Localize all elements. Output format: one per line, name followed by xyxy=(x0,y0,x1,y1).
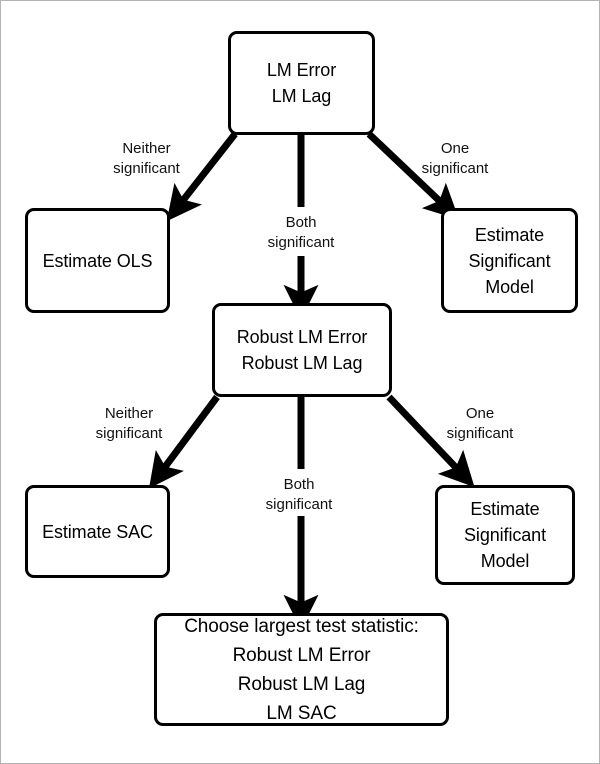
node-choose-largest-test-statistic[interactable]: Choose largest test statistic: Robust LM… xyxy=(154,613,449,726)
edge-label-neither-significant-mid-line-2: significant xyxy=(95,425,163,442)
node-robust-lm-tests-line-1: Robust LM Error xyxy=(236,327,368,347)
edge-label-one-significant-mid-line-2: significant xyxy=(446,425,514,442)
edge-label-both-significant-mid: Both significant xyxy=(241,475,357,515)
node-choose-largest-line-3: Robust LM Lag xyxy=(237,673,366,695)
edge-label-both-significant-top-line-1: Both xyxy=(285,214,317,231)
node-estimate-sac[interactable]: Estimate SAC xyxy=(25,485,170,578)
node-estimate-significant-model-2-line-2: Significant xyxy=(464,525,546,545)
node-estimate-sac-line-1: Estimate SAC xyxy=(42,521,153,542)
node-estimate-ols-line-1: Estimate OLS xyxy=(42,250,153,271)
node-estimate-significant-model-2-line-3: Model xyxy=(480,551,530,571)
edge-label-one-significant-mid: One significant xyxy=(422,404,538,444)
edge-label-both-significant-top-line-2: significant xyxy=(267,234,335,251)
edge-label-one-significant-mid-line-1: One xyxy=(465,405,495,422)
node-lm-tests-line-2: LM Lag xyxy=(271,86,332,106)
edge-label-neither-significant-top-line-1: Neither xyxy=(122,140,171,157)
node-estimate-significant-model-1-line-1: Estimate xyxy=(474,224,545,245)
node-lm-tests[interactable]: LM Error LM Lag xyxy=(228,31,375,135)
node-robust-lm-tests[interactable]: Robust LM Error Robust LM Lag xyxy=(212,303,392,397)
node-estimate-significant-model-2[interactable]: Estimate Significant Model xyxy=(435,485,575,585)
node-estimate-significant-model-1-line-3: Model xyxy=(485,276,534,297)
node-lm-tests-line-1: LM Error xyxy=(266,60,337,80)
edge-label-one-significant-top-line-2: significant xyxy=(421,160,489,177)
edge-label-both-significant-mid-line-2: significant xyxy=(265,496,333,513)
node-choose-largest-line-1: Choose largest test statistic: xyxy=(184,615,419,637)
node-estimate-significant-model-1-line-2: Significant xyxy=(468,250,551,271)
node-estimate-significant-model-2-line-1: Estimate xyxy=(470,499,540,519)
edge-label-both-significant-mid-line-1: Both xyxy=(283,476,315,493)
edge-label-neither-significant-top: Neither significant xyxy=(89,139,204,179)
edge-label-neither-significant-mid: Neither significant xyxy=(71,404,187,444)
node-robust-lm-tests-line-2: Robust LM Lag xyxy=(241,353,363,373)
node-estimate-ols[interactable]: Estimate OLS xyxy=(25,208,170,313)
edge-label-neither-significant-top-line-2: significant xyxy=(113,160,180,177)
edge-label-one-significant-top-line-1: One xyxy=(440,140,470,157)
edge-label-both-significant-top: Both significant xyxy=(243,213,359,253)
node-choose-largest-line-2: Robust LM Error xyxy=(232,644,371,666)
node-estimate-significant-model-1[interactable]: Estimate Significant Model xyxy=(441,208,578,313)
edge-label-neither-significant-mid-line-1: Neither xyxy=(104,405,154,422)
node-choose-largest-line-4: LM SAC xyxy=(266,702,337,724)
edge-label-one-significant-top: One significant xyxy=(397,139,513,179)
